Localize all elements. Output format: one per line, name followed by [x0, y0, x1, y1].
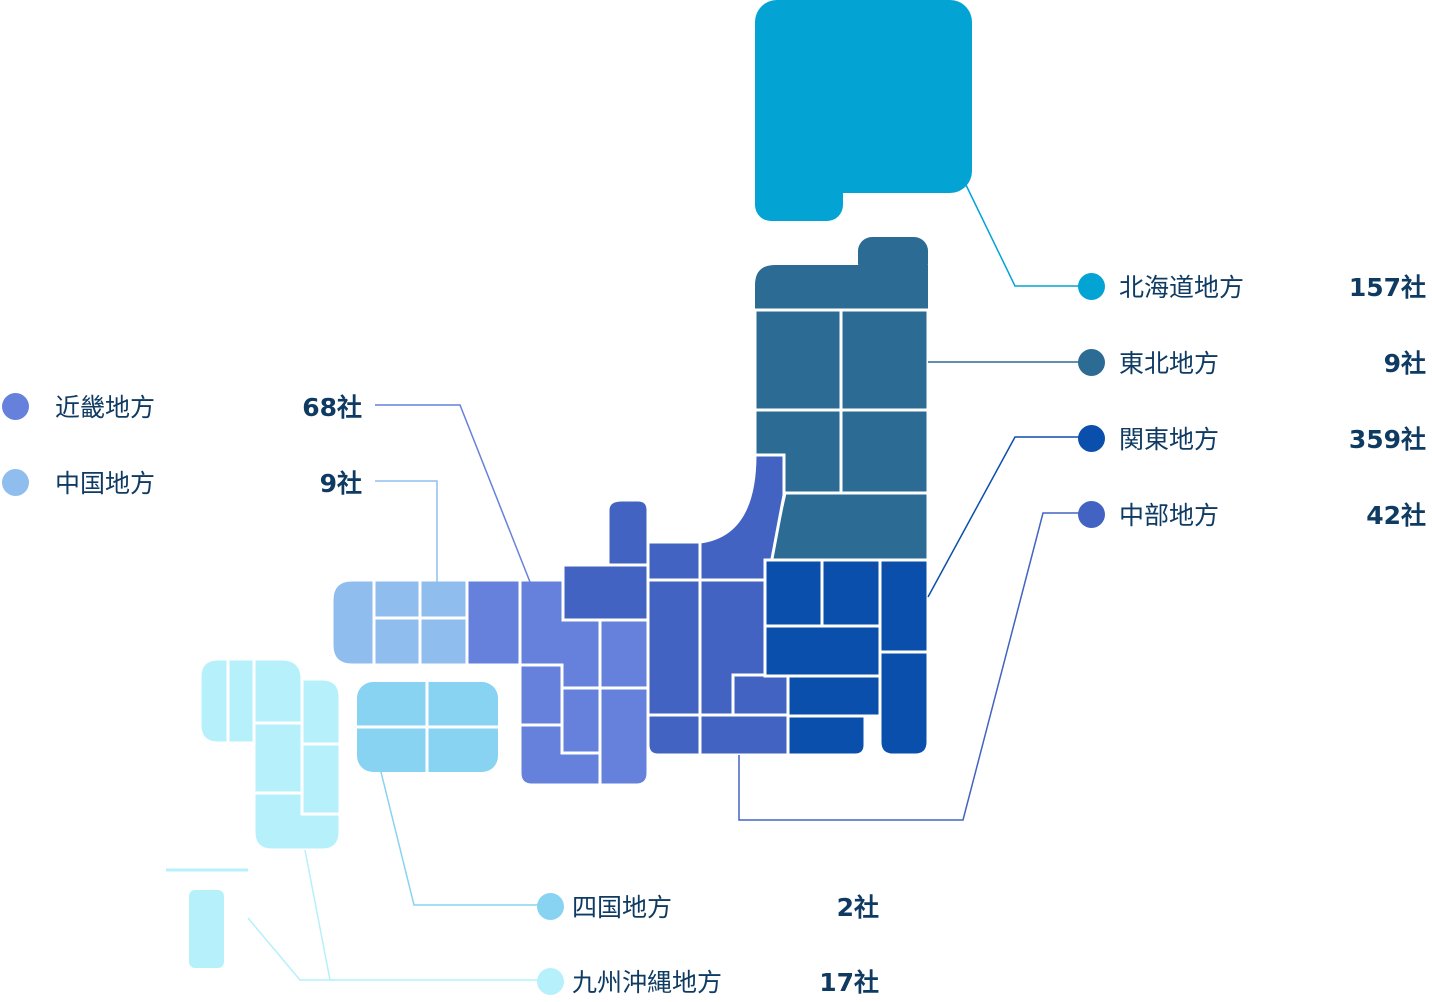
kinki-mie [598, 686, 650, 787]
chubu-yamanashi [731, 673, 790, 717]
company-count: 17社 [819, 968, 879, 997]
chubu-shizuoka [698, 713, 790, 757]
kanto-tokyo [786, 674, 882, 718]
kyushu-fukuoka [252, 657, 304, 725]
chugoku-shimane [372, 578, 422, 620]
chugoku-hiroshima [372, 616, 422, 667]
company-count: 9社 [1383, 349, 1426, 378]
leader-okinawa [247, 917, 335, 981]
chugoku-yamaguchi [330, 578, 376, 667]
company-count: 2社 [836, 893, 879, 922]
chubu-ishikawa-north [606, 498, 650, 567]
tohoku-dot-icon [1078, 348, 1105, 376]
legend-kinki[interactable]: 近畿地方 68社 [2, 389, 362, 423]
region-name: 中部地方 [1119, 501, 1220, 530]
tohoku-akita [753, 308, 843, 412]
okinawa-island [189, 890, 224, 968]
legend-kanto[interactable]: 関東地方 359社 [1078, 421, 1426, 455]
legend-tohoku[interactable]: 東北地方 9社 [1078, 345, 1426, 379]
kanto-kanagawa [786, 714, 867, 757]
region-chubu[interactable] [561, 453, 790, 757]
leader-chugoku [375, 480, 438, 582]
leader-kinki [375, 404, 531, 583]
region-name: 四国地方 [572, 893, 673, 922]
chubu-gifu [646, 578, 702, 717]
region-kanto[interactable] [763, 558, 930, 757]
hokkaido-main-block [755, 0, 972, 193]
region-name: 中国地方 [55, 469, 156, 498]
kinki-wakayama [518, 723, 602, 787]
leader-lines [247, 184, 1082, 981]
company-count: 157社 [1348, 273, 1426, 302]
region-name: 関東地方 [1119, 425, 1220, 454]
legend-hokkaido[interactable]: 北海道地方 157社 [1078, 269, 1426, 303]
tohoku-fukushima [768, 491, 930, 562]
region-hokkaido[interactable] [755, 0, 972, 221]
chugoku-okayama [418, 616, 469, 667]
kinki-hyogo [465, 578, 522, 667]
kanto-gunma [763, 558, 824, 628]
region-tohoku[interactable] [753, 237, 930, 562]
kinki-shiga [598, 618, 650, 690]
shikoku-dot-icon [537, 892, 564, 920]
legend-kyushu-okinawa[interactable]: 九州沖縄地方 17社 [537, 964, 879, 998]
region-name: 近畿地方 [55, 393, 156, 422]
chubu-aichi [646, 713, 702, 757]
region-chugoku[interactable] [330, 578, 469, 667]
kyushu-miyazaki [300, 742, 342, 816]
chugoku-dot-icon [2, 468, 29, 496]
leader-chubu [738, 512, 1082, 821]
chubu-toyama [646, 540, 702, 582]
kanto-chiba [878, 650, 930, 757]
region-shikoku[interactable] [357, 682, 498, 772]
legend-chugoku[interactable]: 中国地方 9社 [2, 465, 362, 499]
legend-shikoku[interactable]: 四国地方 2社 [537, 889, 879, 923]
kyushu-saga [226, 657, 256, 745]
leader-shikoku [380, 771, 540, 906]
tohoku-aomori [755, 265, 928, 310]
kyushu-oita [300, 677, 342, 746]
legend-chubu[interactable]: 中部地方 42社 [1078, 497, 1426, 531]
kanto-ibaraki [878, 558, 930, 654]
kyushu-okinawa-dot-icon [537, 967, 564, 995]
kinki-osaka [518, 663, 564, 727]
leader-hokkaido [965, 184, 1082, 287]
kanto-dot-icon [1078, 424, 1105, 452]
region-name: 東北地方 [1119, 349, 1220, 378]
chubu-fukui [561, 563, 650, 622]
company-count: 42社 [1366, 501, 1426, 530]
kyushu-nagasaki [198, 657, 230, 745]
kinki-nara [560, 686, 602, 755]
company-count: 9社 [319, 469, 362, 498]
company-count: 359社 [1348, 425, 1426, 454]
leader-kanto [927, 436, 1082, 598]
chugoku-tottori [418, 578, 469, 620]
chubu-dot-icon [1078, 500, 1105, 528]
hokkaido-dot-icon [1078, 272, 1105, 300]
kyushu-kagoshima [252, 791, 342, 852]
hokkaido-south-block [755, 150, 843, 221]
kinki-dot-icon [2, 392, 29, 420]
leader-kyushu [304, 849, 540, 981]
region-kyushu-okinawa[interactable] [166, 657, 342, 968]
company-count: 68社 [302, 393, 362, 422]
region-name: 九州沖縄地方 [572, 968, 723, 997]
tohoku-iwate [839, 308, 930, 412]
kanto-tochigi [820, 558, 882, 628]
kanto-saitama [763, 624, 882, 678]
kyushu-kumamoto [252, 721, 304, 795]
region-name: 北海道地方 [1119, 273, 1245, 302]
tohoku-miyagi [839, 408, 930, 495]
region-kinki[interactable] [465, 578, 650, 787]
